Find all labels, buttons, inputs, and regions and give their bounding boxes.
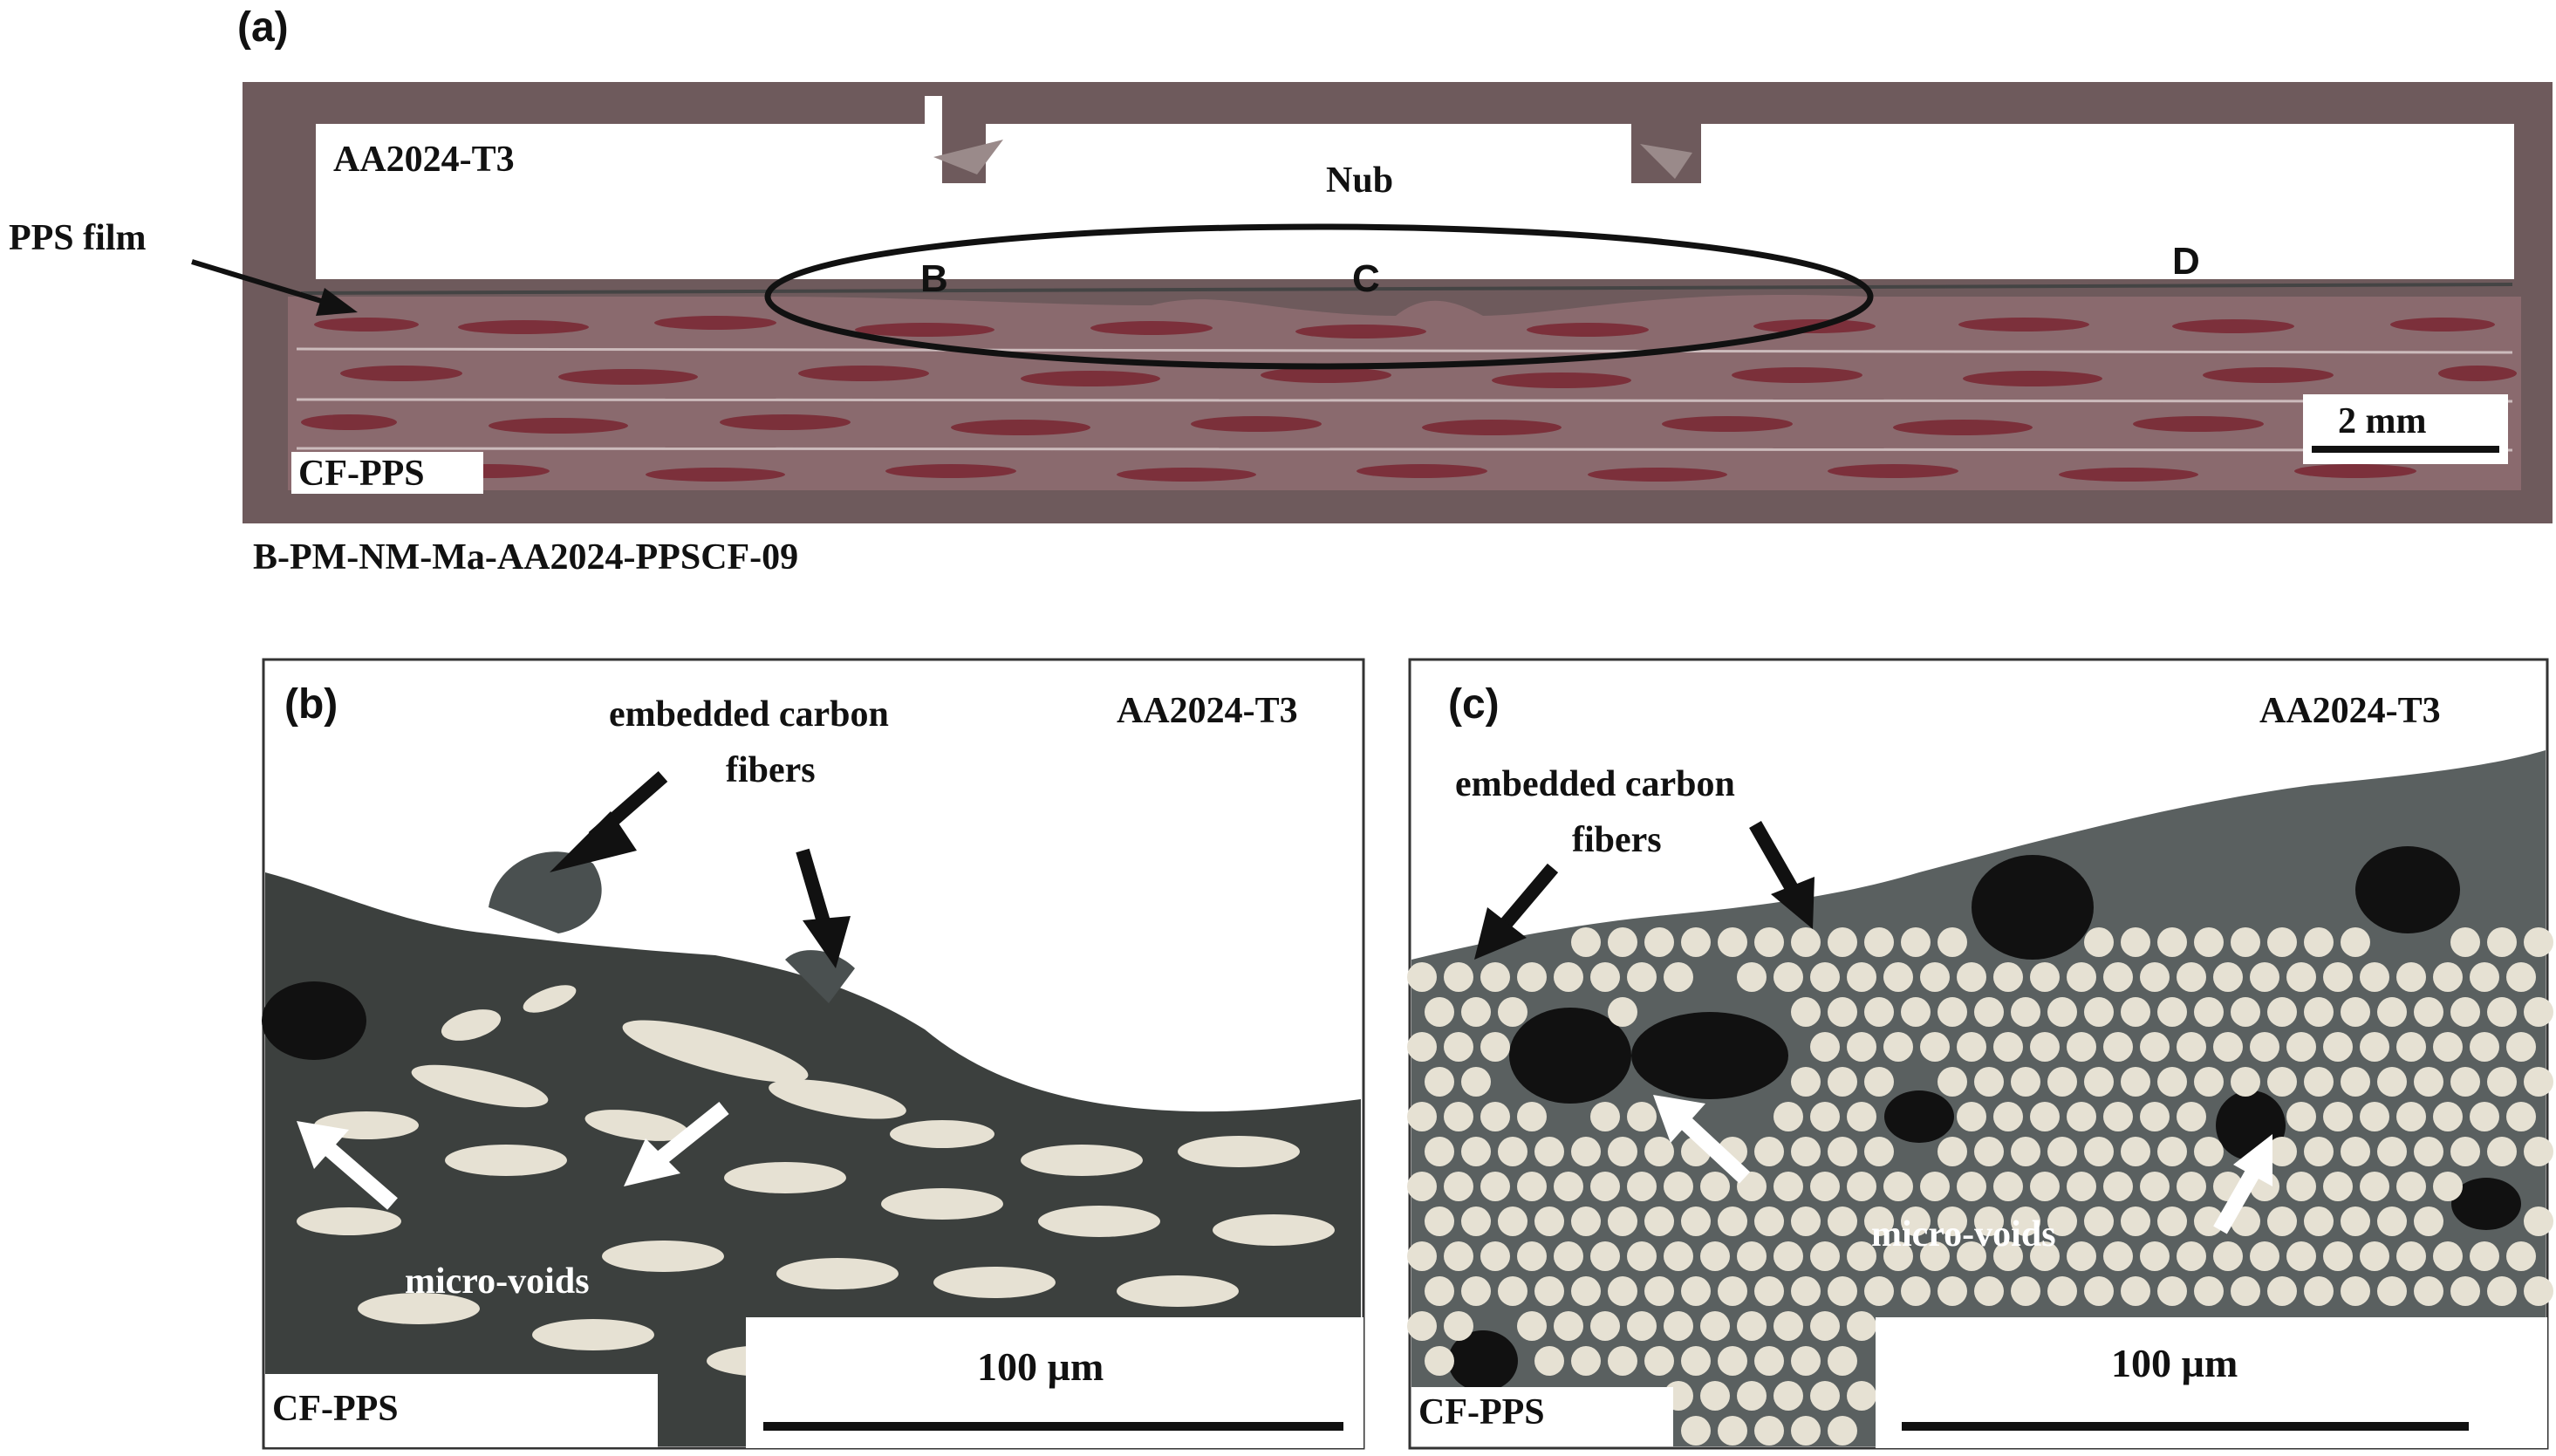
region-ellipse [764,223,1874,370]
panel-c-letter: (c) [1448,681,1500,728]
panel-b-fibers-line1: embedded carbon [609,694,889,735]
panel-b-letter: (b) [284,681,338,728]
panel-b-top-material: AA2024-T3 [1117,691,1298,731]
panel-c-top-material: AA2024-T3 [2259,691,2441,731]
fiber-bundles [301,316,2517,482]
aluminum-sheet [316,96,2514,279]
panel-a-nub-label: Nub [1326,161,1394,201]
panel-a-top-material: AA2024-T3 [333,140,515,180]
panel-b-scale-label: 100 µm [977,1344,1104,1389]
panel-c-voids-label: micro-voids [1871,1214,2056,1254]
panel-c-fibers-line2: fibers [1572,820,1662,860]
panel-b-matrix [265,872,1361,1446]
panel-b-fibers-line2: fibers [726,750,816,790]
panel-c-matrix [1411,750,2546,1446]
panel-a-specimen-id: B-PM-NM-Ma-AA2024-PPSCF-09 [253,537,799,578]
panel-b-voids-label: micro-voids [405,1261,590,1302]
panel-a-letter: (a) [237,4,289,51]
panel-a-bottom-material: CF-PPS [298,454,425,494]
composite-laminate [288,294,2521,490]
pps-film-arrow [191,259,337,308]
panel-c-fibers-line1: embedded carbon [1455,764,1735,804]
panel-c-scale-label: 100 µm [2111,1341,2238,1385]
panel-b-bottom-material: CF-PPS [272,1389,399,1429]
panel-a-film-label: PPS film [9,218,147,258]
panel-c-bottom-material: CF-PPS [1418,1392,1545,1432]
panel-a-scale-label: 2 mm [2338,401,2427,441]
panel-c-voids [1448,846,2521,1391]
panel-a-region-b: B [920,257,948,300]
panel-a-region-c: C [1352,257,1380,300]
panel-a-region-d: D [2172,240,2200,283]
